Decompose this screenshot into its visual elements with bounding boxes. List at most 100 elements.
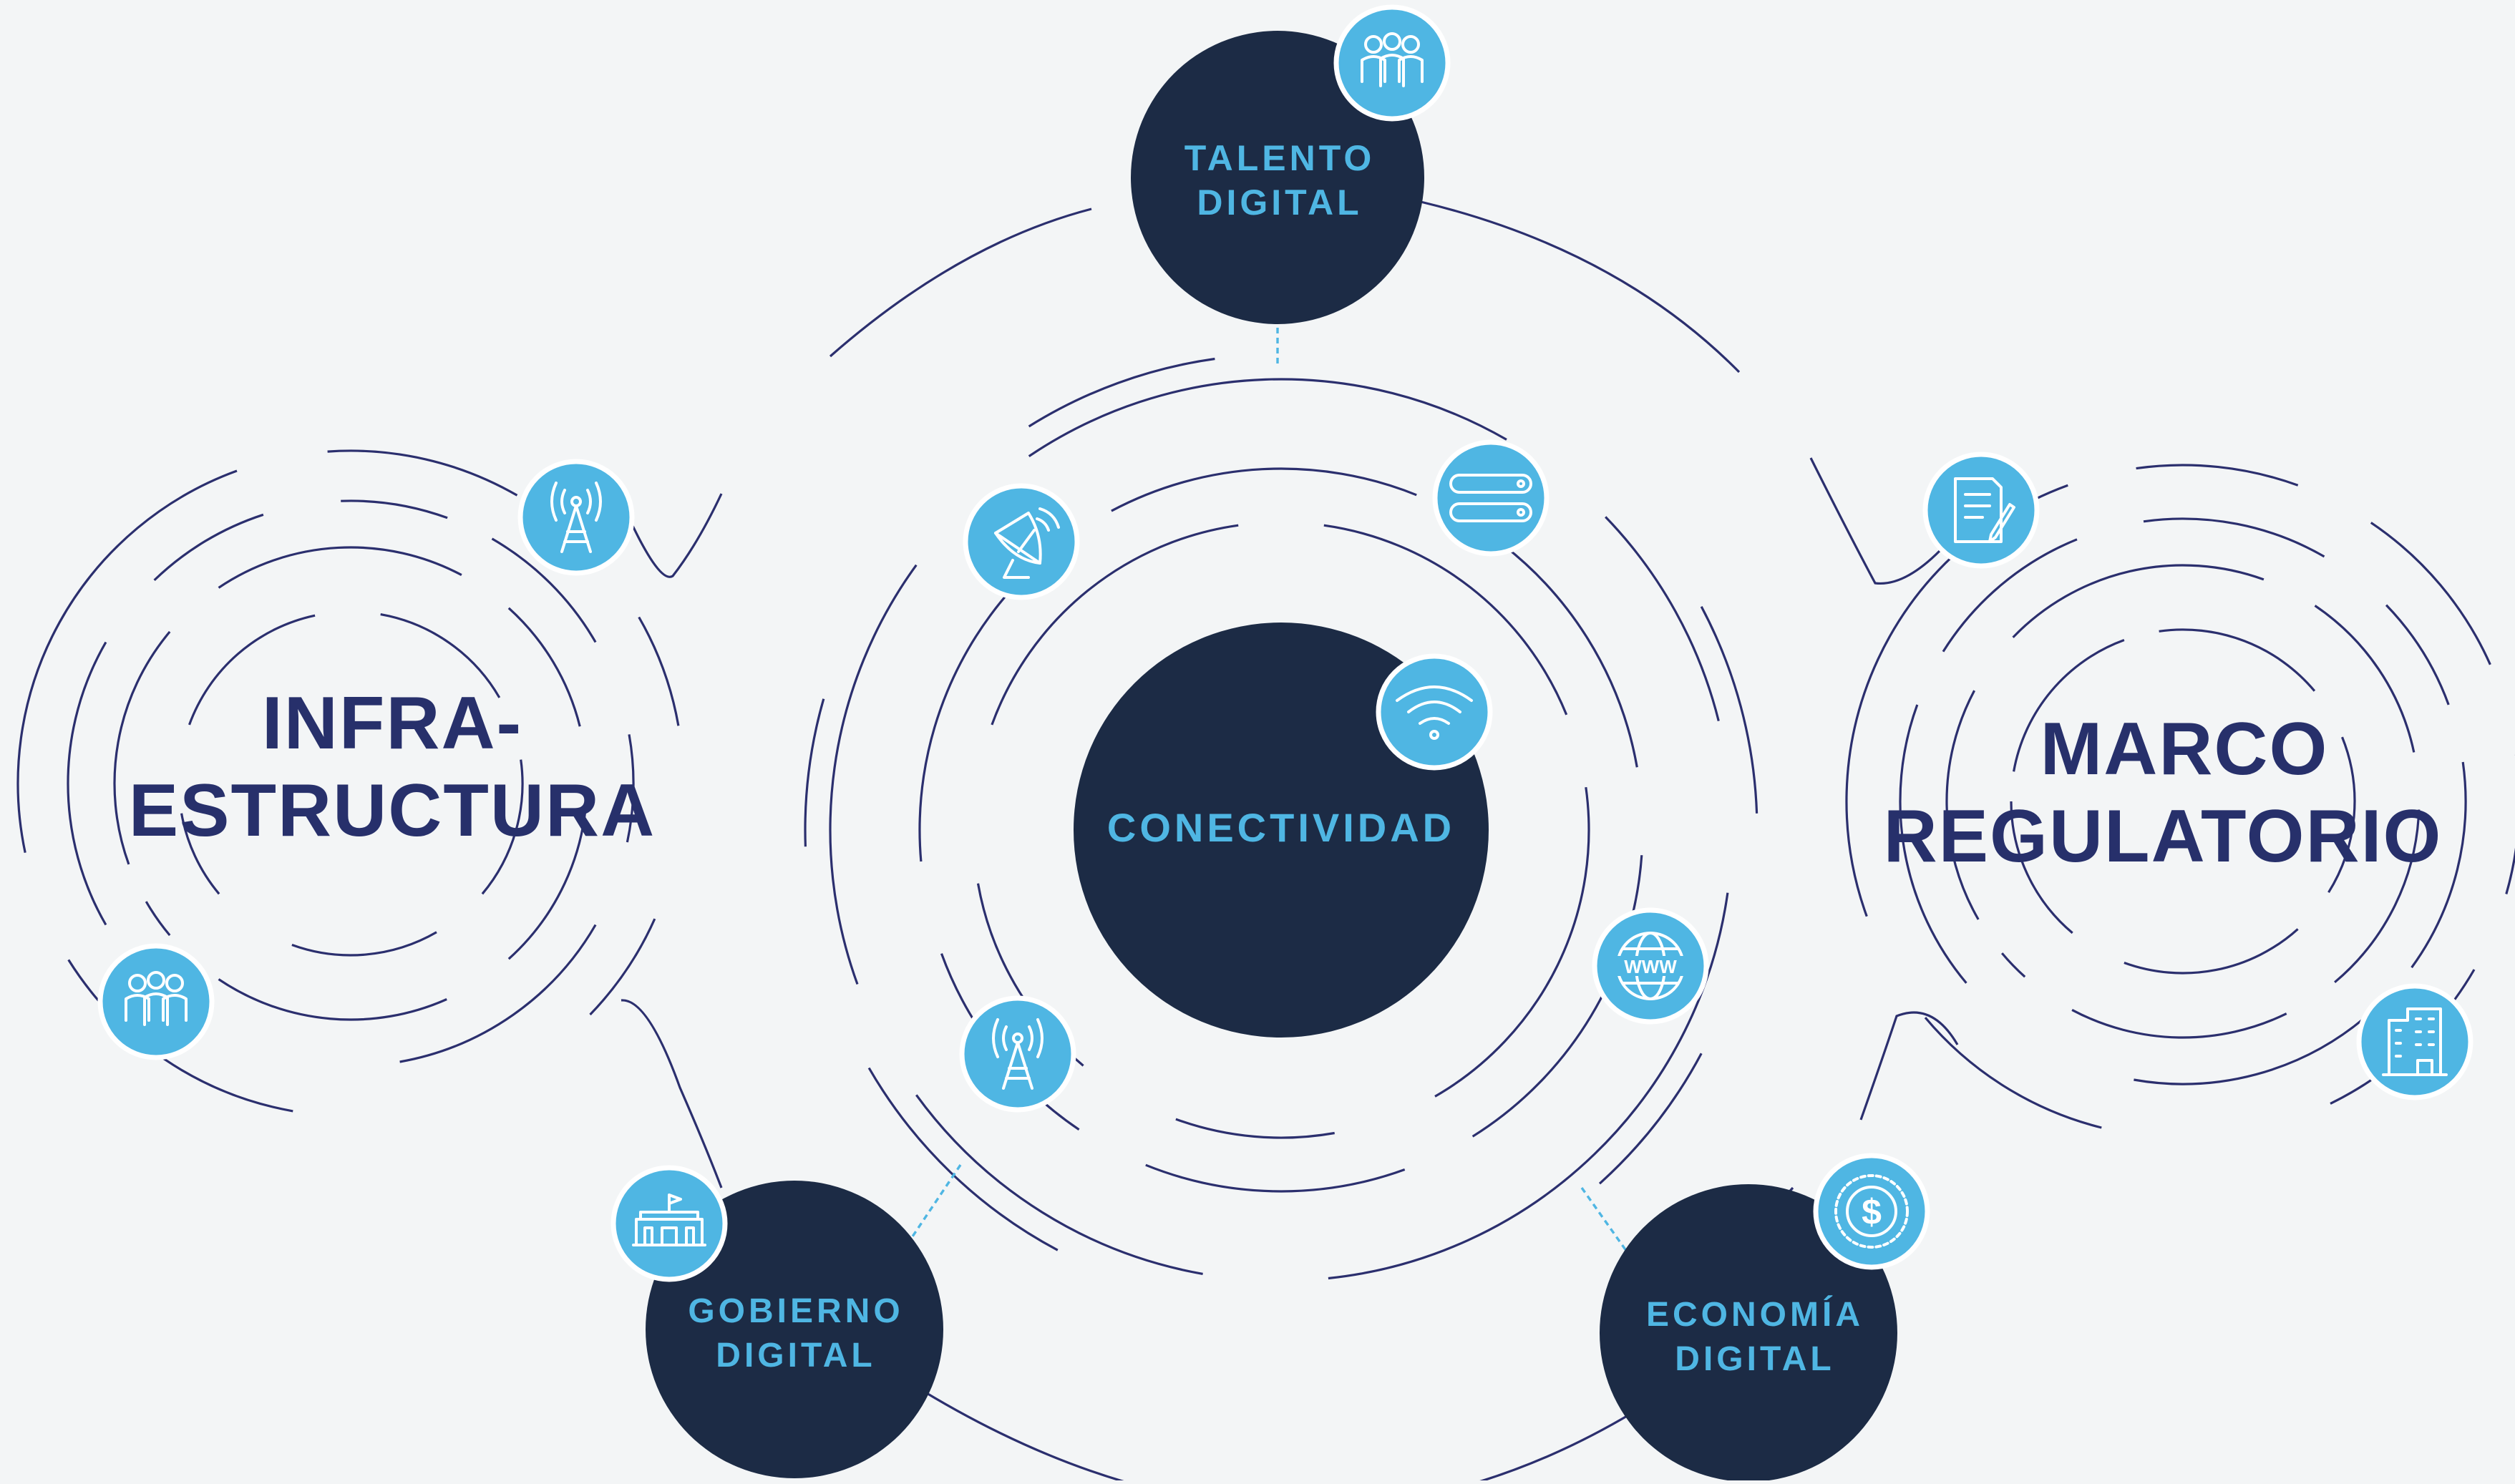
center-ring-3-arc-1 [1028,357,1215,428]
center-ring-1-arc-1 [1111,467,1417,512]
gobierno-label-line2: DIGITAL [716,1337,875,1375]
infra-ring-3-arc-1 [327,449,518,497]
center-ring-1-arc-0 [918,552,1050,862]
infra-ring-2-arc-3 [491,537,597,643]
center-ring-1-arc-3 [1471,855,1643,1138]
connector-center-marco-top [1809,457,1941,585]
marco-label-line1: MARCO [2040,708,2329,791]
infra-ring-2-arc-5 [399,924,597,1063]
marco-ring-0-arc-1 [2159,628,2316,692]
center-ring-3-arc-4 [867,1067,1059,1251]
marco-ring-2-arc-3 [2385,604,2450,706]
talento-label-line2: DIGITAL [1197,182,1362,223]
infra-ring-1-arc-4 [218,978,447,1021]
marco-ring-1-arc-1 [2012,564,2265,638]
center-ring-3-arc-0 [804,698,825,847]
infra-ring-1-arc-2 [507,607,581,727]
wifi-icon[interactable] [1376,653,1493,771]
infra-ring-2-arc-1 [153,513,264,582]
dollar-glyph-text: $ [1862,1192,1882,1232]
marco-label-line2: REGULATORIO [1884,795,2443,878]
connector-center-marco-bottom [1859,1011,1959,1121]
marco-ring-1-arc-2 [2314,605,2416,753]
marco-ring-2-arc-0 [1899,704,1967,984]
marco-ring-2-arc-4 [2411,761,2467,969]
dotted-link-economia [1580,1187,1630,1254]
dotted-links [911,328,1630,1254]
dotted-link-gobierno [911,1164,962,1237]
office-building-icon[interactable] [2356,983,2473,1100]
talento-label-line1: TALENTO [1184,138,1375,178]
building-icon[interactable] [610,1165,728,1282]
marco-ring-1-arc-4 [2071,1008,2287,1039]
infra-ring-3-arc-2 [638,616,680,726]
economia-label-line2: DIGITAL [1675,1340,1834,1378]
marco-ring-0-arc-2 [2327,736,2356,894]
marco-ring-1-arc-3 [2334,809,2421,984]
marco-ring-0-arc-3 [2124,928,2299,975]
document-icon[interactable] [1922,451,2040,569]
marco-ring-2-arc-2 [2143,517,2325,558]
antenna-icon[interactable] [517,459,635,576]
infra-ring-2-arc-4 [626,734,635,843]
infra-ring-1-arc-0 [113,630,171,865]
marco-ring-3-arc-3 [2505,754,2515,894]
center-ring-0-arc-0 [991,524,1239,726]
economia-label-line1: ECONOMÍA [1646,1295,1864,1334]
marco-ring-0-arc-4 [2010,801,2073,934]
center-ring-0-arc-2 [1434,786,1590,1098]
infra-ring-1-arc-5 [145,901,171,937]
people-icon[interactable] [97,943,215,1060]
center-ring-2-arc-4 [915,1094,1203,1275]
connector-gobierno-economia [912,1383,1633,1484]
infra-ring-1-arc-3 [507,791,588,960]
dollar-coin-icon[interactable]: $ [1813,1153,1930,1270]
marco-ring-3-arc-1 [2136,464,2299,487]
globe-www-glyph-text: WWW [1624,956,1677,977]
infra-ring-3-arc-3 [589,918,656,1016]
infraestructura-label-line2: ESTRUCTURA [129,769,656,852]
marco-ring-3-arc-5 [1924,1017,2102,1129]
people-icon[interactable] [1333,4,1451,122]
gobierno-label-line1: GOBIERNO [688,1292,903,1330]
center-ring-1-arc-2 [1492,537,1638,768]
infra-ring-0-arc-0 [188,614,316,726]
satellite-dish-icon[interactable] [963,483,1080,600]
server-icon[interactable] [1432,439,1550,557]
center-ring-3-arc-3 [1598,1053,1703,1185]
center-ring-1-arc-4 [1145,1163,1406,1193]
marco-ring-1-arc-0 [1945,690,1980,920]
center-ring-2-arc-0 [829,564,918,985]
connector-infra-center-top [620,493,723,578]
conectividad-label: CONECTIVIDAD [1107,805,1455,850]
connector-talento-arc-left [829,208,1092,358]
infra-ring-0-arc-4 [180,813,220,895]
center-ring-0-arc-3 [1175,1118,1335,1139]
orbit-rings [16,357,2515,1280]
antenna-icon[interactable] [959,995,1076,1113]
infra-ring-0-arc-1 [380,613,501,698]
globe-www-icon[interactable]: WWW [1592,907,1709,1025]
infra-ring-2-arc-0 [67,641,107,926]
economia-digital-node[interactable] [1600,1184,1897,1482]
infra-ring-0-arc-2 [481,759,524,895]
connector-talento-arc-right [1420,200,1741,374]
infra-ring-3-arc-0 [16,469,238,854]
infra-ring-1-arc-1 [218,546,462,589]
marco-ring-1-arc-5 [2000,952,2026,978]
connector-infra-gobierno [621,999,723,1188]
center-ring-3-arc-2 [1700,606,1758,814]
infra-ring-0-arc-3 [291,931,437,957]
infra-ring-2-arc-2 [341,499,448,519]
marco-ring-2-arc-5 [2134,1017,2365,1085]
infraestructura-label-line1: INFRA- [262,682,522,765]
center-ring-2-arc-1 [1028,378,1507,458]
center-ring-2-arc-2 [1605,516,1720,721]
gobierno-digital-node[interactable] [646,1181,943,1478]
marco-ring-0-arc-0 [2013,638,2125,772]
marco-ring-3-arc-2 [2370,522,2491,665]
center-ring-0-arc-1 [1323,524,1568,716]
marco-ring-2-arc-1 [1942,538,2078,653]
